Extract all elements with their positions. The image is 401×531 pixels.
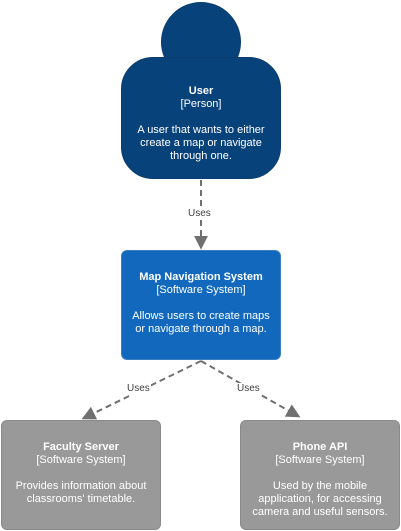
faculty-server-node[interactable]: Faculty Server [Software System] Provide… (1, 420, 161, 530)
node-description: Allows users to create maps or navigate … (132, 310, 270, 335)
phone-api-node[interactable]: Phone API [Software System] Used by the … (240, 420, 400, 530)
node-description: Provides information about classrooms' t… (15, 480, 147, 505)
node-title: Map Navigation System (139, 271, 263, 283)
node-type: [Software System] (156, 284, 246, 296)
node-title: Phone API (292, 441, 348, 453)
node-title: User (188, 85, 214, 97)
node-type: [Software System] (275, 454, 365, 466)
node-title: Faculty Server (43, 441, 119, 453)
edge-label-user-to-system: Uses (187, 208, 212, 220)
edge-label-system-to-faculty: Uses (126, 383, 151, 395)
node-type: [Person] (180, 98, 222, 110)
edge-label-system-to-phone: Uses (236, 383, 261, 395)
map-navigation-system-node[interactable]: Map Navigation System [Software System] … (121, 250, 281, 360)
person-user-node[interactable]: User [Person] A user that wants to eithe… (121, 57, 281, 179)
node-description: Used by the mobile application, for acce… (252, 480, 388, 518)
node-description: A user that wants to either create a map… (137, 124, 265, 162)
node-type: [Software System] (36, 454, 126, 466)
